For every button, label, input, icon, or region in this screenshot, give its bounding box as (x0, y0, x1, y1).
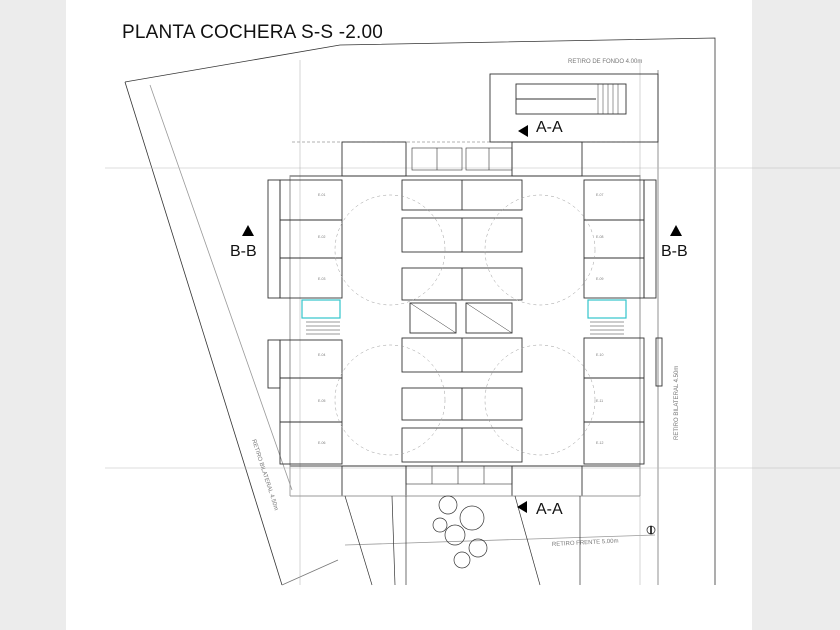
svg-text:E-05: E-05 (318, 399, 325, 403)
tree-icons (432, 495, 488, 569)
section-marker-left (242, 225, 254, 236)
svg-text:E-10: E-10 (596, 353, 603, 357)
section-label-b-right: B-B (661, 243, 688, 260)
access-ramps (344, 495, 581, 586)
setback-front-label: RETIRO FRENTE 5.00m (552, 539, 619, 548)
setback-side-right-label: RETIRO BILATERAL 4.50m (674, 366, 680, 440)
section-marker-top (518, 125, 528, 137)
svg-text:E-09: E-09 (596, 277, 603, 281)
svg-text:E-02: E-02 (318, 235, 325, 239)
site-boundary-left (124, 81, 283, 586)
svg-text:E-12: E-12 (596, 441, 603, 445)
turning-circles (334, 194, 596, 456)
section-label-b-left: B-B (230, 243, 257, 260)
rear-stair-block (489, 73, 659, 143)
svg-text:E-06: E-06 (318, 441, 325, 445)
setback-side-left-label: RETIRO BILATERAL 4.50m (250, 439, 279, 512)
section-label-a-bottom: A-A (536, 501, 563, 518)
section-marker-right (670, 225, 682, 236)
svg-text:E-01: E-01 (318, 193, 325, 197)
building-footprint (267, 141, 663, 497)
svg-text:E-11: E-11 (596, 399, 603, 403)
svg-text:E-07: E-07 (596, 193, 603, 197)
drawing-sheet (66, 0, 752, 630)
section-label-a-top: A-A (536, 119, 563, 136)
drawing-title: PLANTA COCHERA S-S -2.00 (122, 22, 384, 43)
section-marker-bottom (517, 501, 527, 513)
setback-rear-label: RETIRO DE FONDO 4.00m (568, 59, 642, 65)
site-boundary (124, 37, 716, 585)
stair-highlights (301, 299, 627, 319)
svg-text:E-08: E-08 (596, 235, 603, 239)
svg-text:E-03: E-03 (318, 277, 325, 281)
svg-text:E-04: E-04 (318, 353, 325, 357)
parking-space-labels: E-01E-02 E-03E-04 E-05E-06 E-07E-08 E-09… (318, 193, 603, 445)
stair-treads (306, 321, 624, 335)
